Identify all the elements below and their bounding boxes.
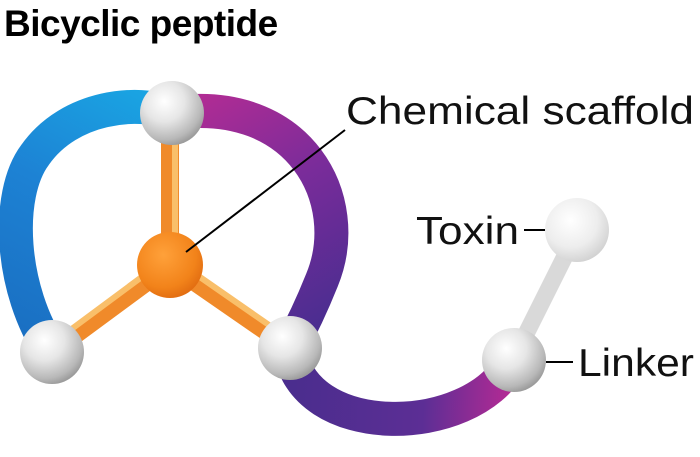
- scaffold-callout-line: [185, 129, 346, 253]
- diagram-title: Bicyclic peptide: [4, 3, 278, 44]
- linker-ball: [482, 328, 546, 392]
- anchor-ball-left: [20, 320, 84, 384]
- left-peptide-loop: [0, 89, 187, 369]
- chemical-scaffold-core: [137, 232, 203, 298]
- toxin-label: Toxin: [416, 210, 519, 253]
- linker-tail-loop: [273, 331, 529, 436]
- anchor-ball-right: [258, 316, 322, 380]
- anchor-ball-top: [140, 81, 204, 145]
- chemical-scaffold-label: Chemical scaffold: [346, 90, 694, 133]
- toxin-ball: [545, 198, 609, 262]
- linker-label: Linker: [578, 342, 694, 385]
